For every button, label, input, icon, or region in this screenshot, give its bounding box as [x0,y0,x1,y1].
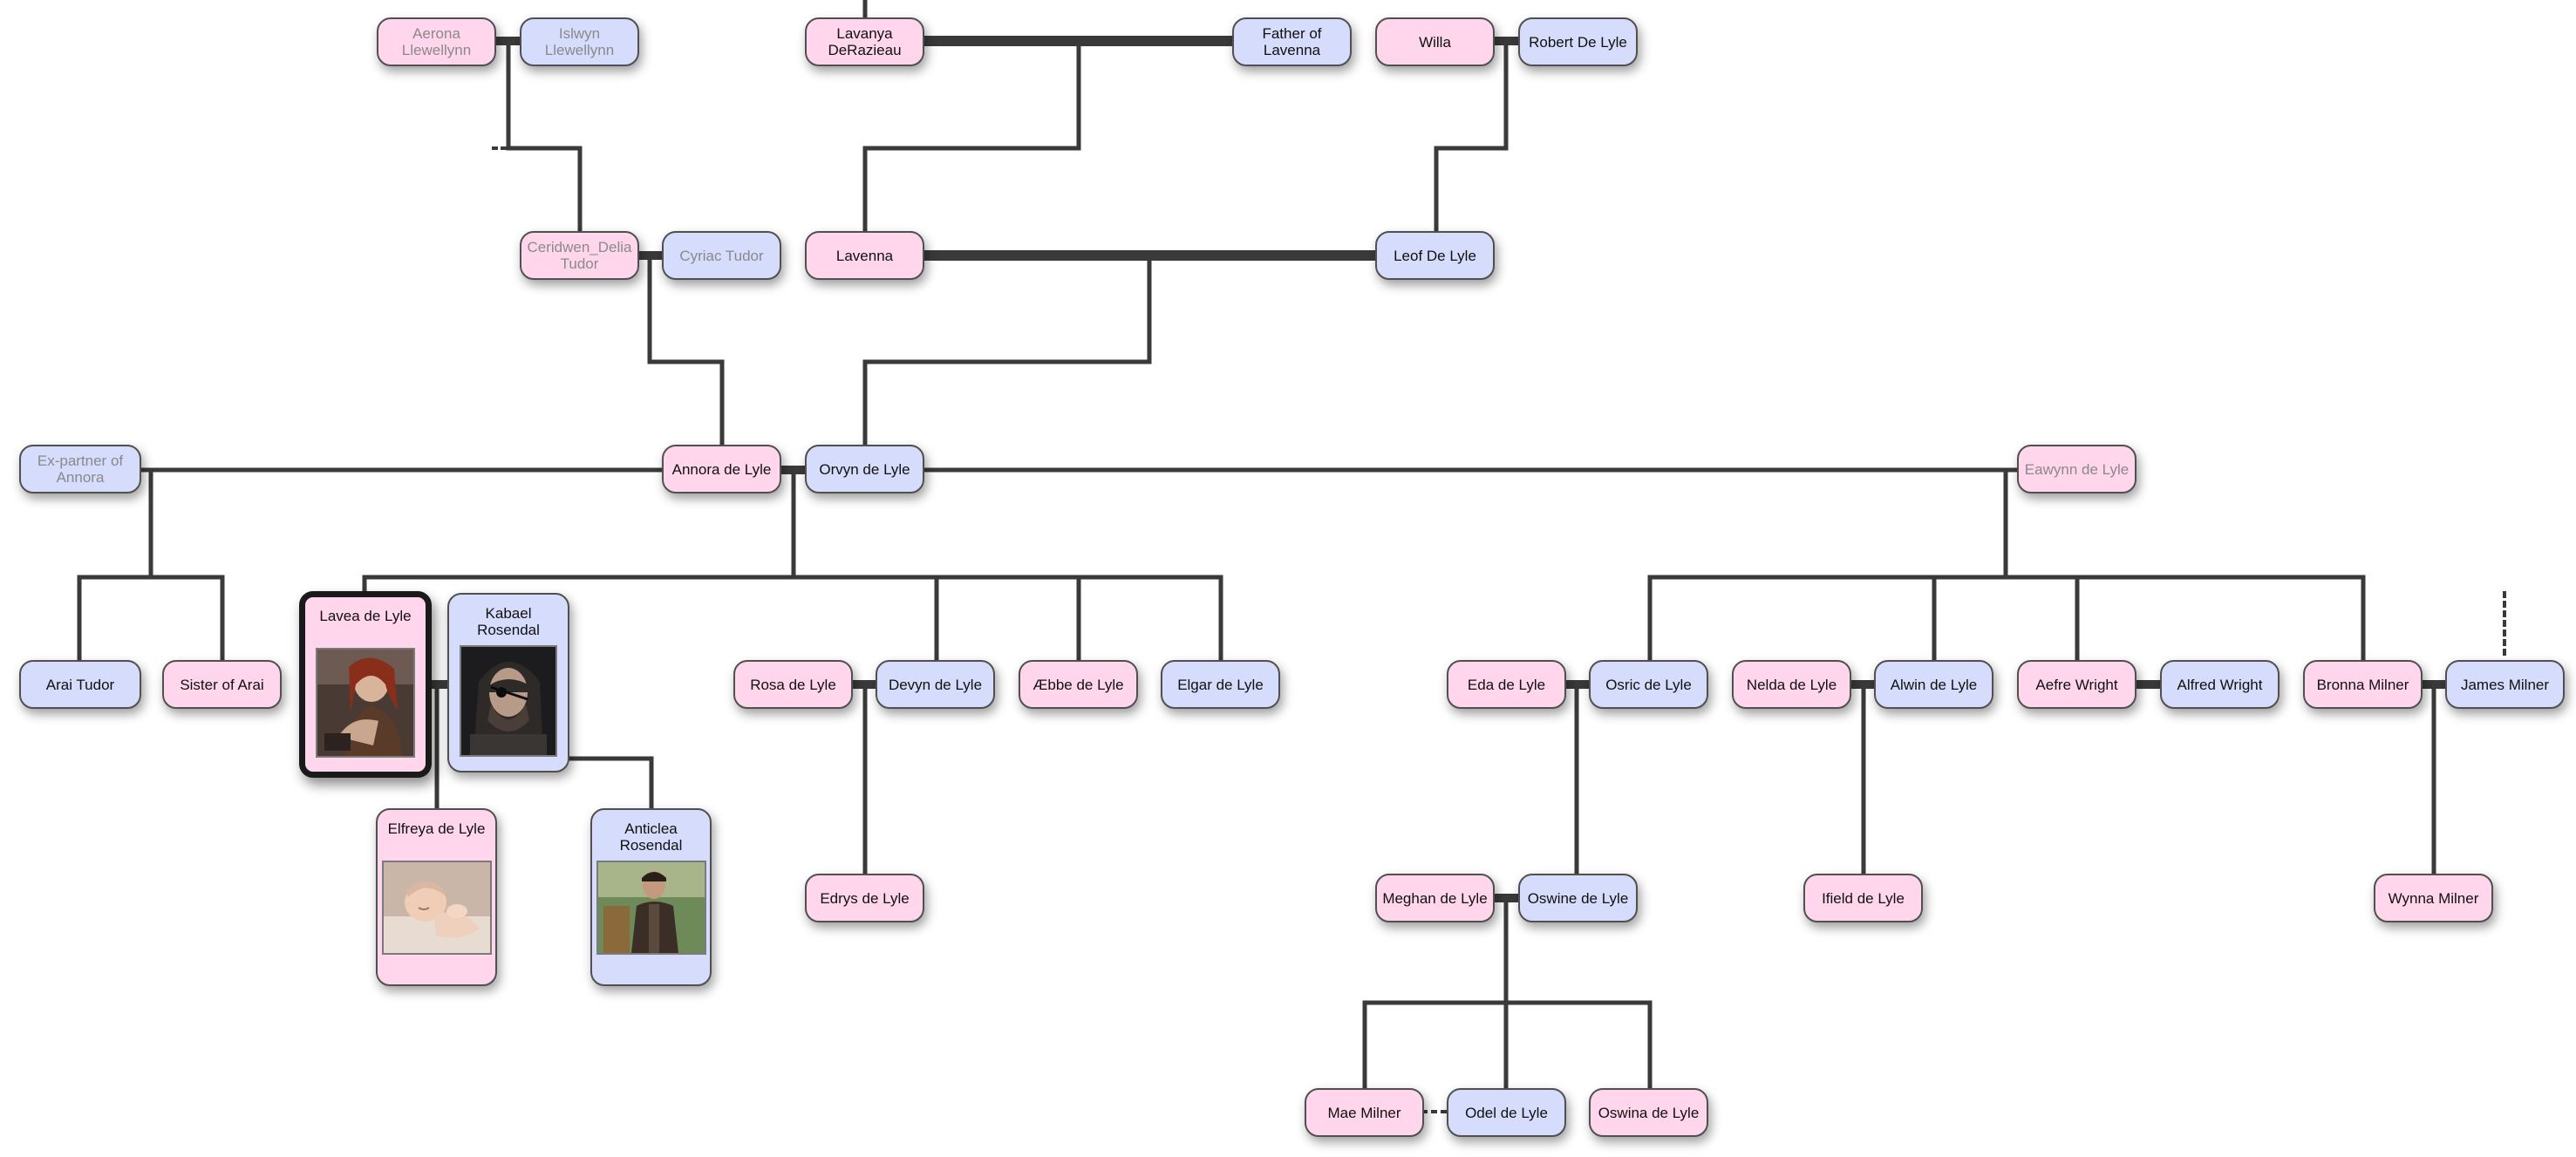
person-name: Edrys de Lyle [820,889,910,907]
person-eda-de-lyle[interactable]: Eda de Lyle [1447,660,1566,709]
person-name: Annora de Lyle [671,460,772,478]
person-name: Leof De Lyle [1394,247,1476,264]
person-name: Lavea de Lyle [319,608,412,624]
person-name: Alfred Wright [2177,676,2263,693]
person-ceridwen-delia-tudor[interactable]: Ceridwen_Delia Tudor [520,231,639,280]
person-alfred-wright[interactable]: Alfred Wright [2160,660,2280,709]
person-name: Sister of Arai [180,676,264,693]
portrait-photo [316,648,415,758]
person-aefre-wright[interactable]: Aefre Wright [2017,660,2136,709]
person-name: Lavenna [835,247,894,264]
person-lavea-de-lyle-focus[interactable]: Lavea de Lyle [299,591,432,778]
portrait-photo [596,861,706,955]
person-name: Islwyn Llewellynn [544,25,615,58]
person-name: Meghan de Lyle [1382,889,1488,907]
person-orvyn-de-lyle[interactable]: Orvyn de Lyle [805,445,924,493]
person-meghan-de-lyle[interactable]: Meghan de Lyle [1375,874,1495,922]
person-willa[interactable]: Willa [1375,17,1495,66]
portrait-photo [460,645,557,757]
portrait-photo [381,861,492,955]
person-bronna-milner[interactable]: Bronna Milner [2303,660,2423,709]
person-name: Odel de Lyle [1465,1104,1548,1121]
person-sister-of-arai[interactable]: Sister of Arai [162,660,282,709]
person-aerona-llewellynn[interactable]: Aerona Llewellynn [377,17,496,66]
person-name: Robert De Lyle [1529,33,1627,51]
person-alwin-de-lyle[interactable]: Alwin de Lyle [1874,660,1993,709]
person-name: Rosa de Lyle [750,676,836,693]
person-arai-tudor[interactable]: Arai Tudor [19,660,141,709]
person-name: Oswine de Lyle [1527,889,1629,907]
person-name: James Milner [2460,676,2550,693]
person-james-milner[interactable]: James Milner [2445,660,2565,709]
person-edrys-de-lyle[interactable]: Edrys de Lyle [805,874,924,922]
person-kabael-rosendal[interactable]: Kabael Rosendal [447,593,569,772]
person-name: Ifield de Lyle [1822,889,1905,907]
person-osric-de-lyle[interactable]: Osric de Lyle [1589,660,1708,709]
person-name: Orvyn de Lyle [819,460,910,478]
person-name: Aerona Llewellynn [401,25,472,58]
person-odel-de-lyle[interactable]: Odel de Lyle [1447,1088,1566,1137]
person-aebbe-de-lyle[interactable]: Æbbe de Lyle [1019,660,1138,709]
person-oswina-de-lyle[interactable]: Oswina de Lyle [1589,1088,1708,1137]
person-name: Bronna Milner [2316,676,2409,693]
person-name: Osric de Lyle [1605,676,1692,693]
person-name: Father of Lavenna [1262,25,1322,58]
person-lavenna[interactable]: Lavenna [805,231,924,280]
person-name: Arai Tudor [45,676,115,693]
person-cyriac-tudor[interactable]: Cyriac Tudor [662,231,781,280]
person-name: Eda de Lyle [1467,676,1546,693]
person-lavanya-derazieau[interactable]: Lavanya DeRazieau [805,17,924,66]
person-elgar-de-lyle[interactable]: Elgar de Lyle [1161,660,1280,709]
person-robert-de-lyle[interactable]: Robert De Lyle [1518,17,1638,66]
person-name: Lavanya DeRazieau [828,25,902,58]
person-name: Eawynn de Lyle [2024,460,2130,478]
person-leof-de-lyle[interactable]: Leof De Lyle [1375,231,1495,280]
person-oswine-de-lyle[interactable]: Oswine de Lyle [1518,874,1638,922]
person-ex-partner-of-annora[interactable]: Ex-partner of Annora [19,445,141,493]
person-name: Wynna Milner [2388,889,2479,907]
person-name: Ceridwen_Delia Tudor [527,239,632,272]
person-mae-milner[interactable]: Mae Milner [1305,1088,1424,1137]
person-name: Anticlea Rosendal [619,820,683,854]
person-eawynn-de-lyle[interactable]: Eawynn de Lyle [2017,445,2136,493]
person-devyn-de-lyle[interactable]: Devyn de Lyle [876,660,995,709]
person-name: Mae Milner [1327,1104,1401,1121]
person-name: Elfreya de Lyle [387,820,486,837]
person-elfreya-de-lyle[interactable]: Elfreya de Lyle [376,808,497,986]
person-name: Aefre Wright [2035,676,2118,693]
person-wynna-milner[interactable]: Wynna Milner [2374,874,2493,922]
person-name: Nelda de Lyle [1746,676,1837,693]
person-nelda-de-lyle[interactable]: Nelda de Lyle [1732,660,1851,709]
person-ifield-de-lyle[interactable]: Ifield de Lyle [1803,874,1923,922]
person-name: Oswina de Lyle [1598,1104,1700,1121]
person-annora-de-lyle[interactable]: Annora de Lyle [662,445,781,493]
person-name: Willa [1419,33,1451,51]
person-name: Elgar de Lyle [1177,676,1264,693]
person-name: Kabael Rosendal [477,605,540,638]
person-name: Cyriac Tudor [679,247,764,264]
person-islwyn-llewellynn[interactable]: Islwyn Llewellynn [520,17,639,66]
person-name: Æbbe de Lyle [1032,676,1124,693]
person-rosa-de-lyle[interactable]: Rosa de Lyle [733,660,853,709]
person-name: Alwin de Lyle [1890,676,1978,693]
person-name: Devyn de Lyle [888,676,983,693]
person-name: Ex-partner of Annora [37,453,124,486]
person-anticlea-rosendal[interactable]: Anticlea Rosendal [590,808,712,986]
person-father-of-lavenna[interactable]: Father of Lavenna [1232,17,1352,66]
